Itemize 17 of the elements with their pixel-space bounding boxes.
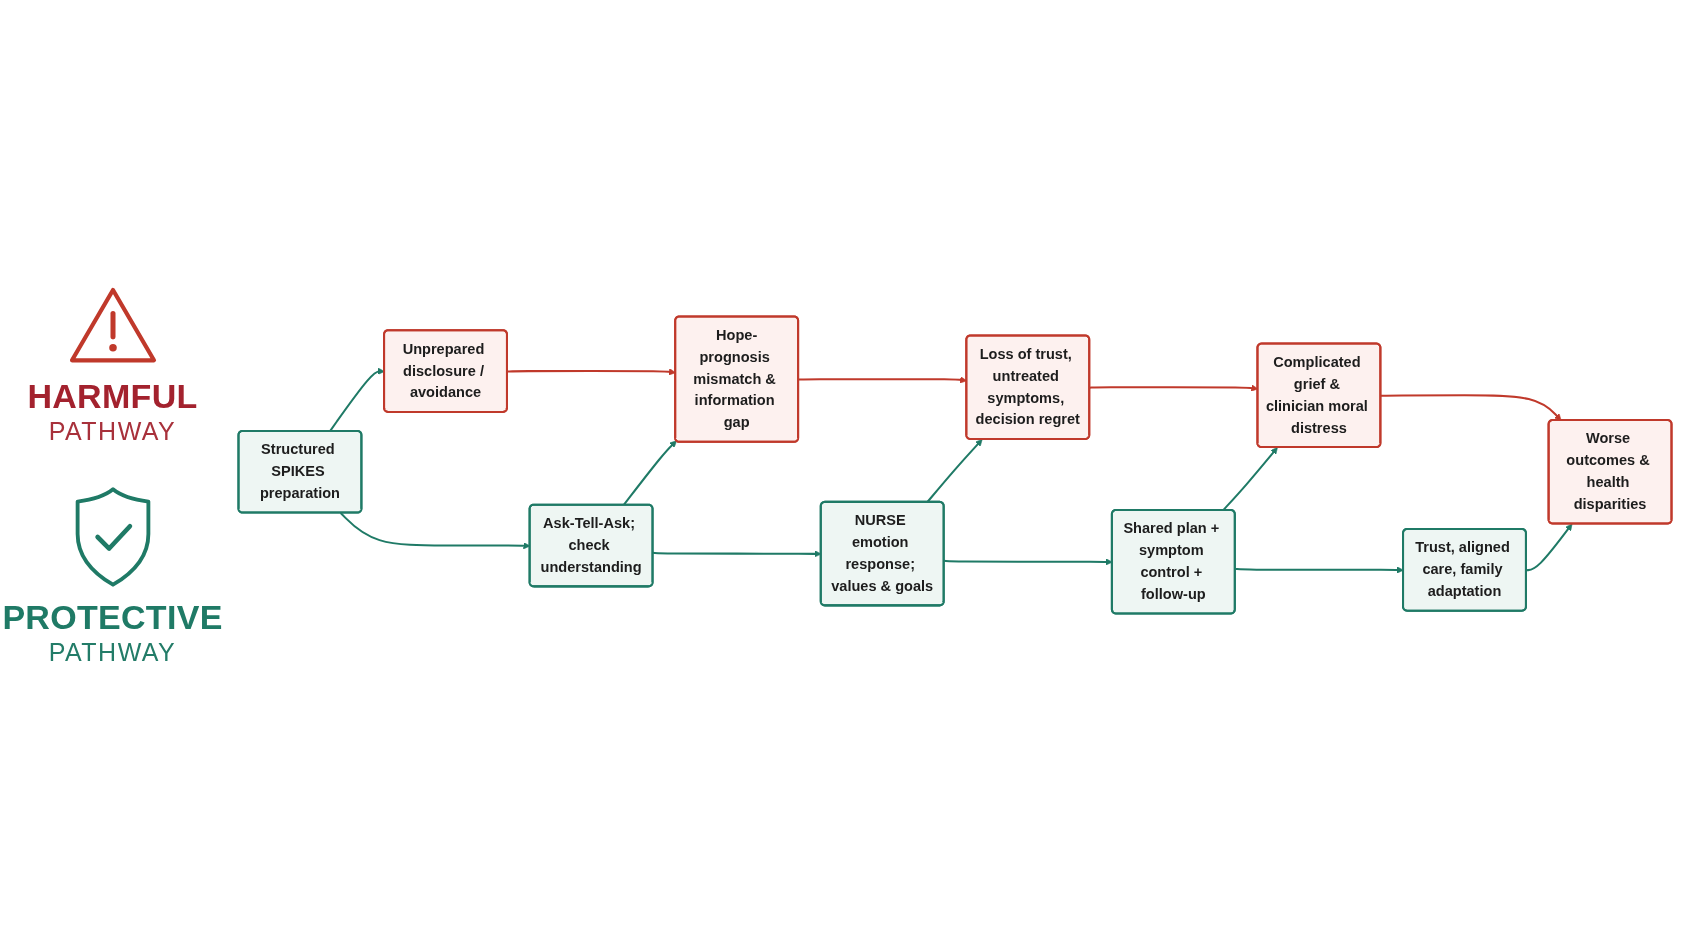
process-box: NURSE emotion response; values & goals (819, 500, 945, 606)
process-box: Worse outcomes & health disparities (1547, 418, 1673, 525)
process-box: Complicated grief & clinician moral distress (1256, 342, 1382, 448)
process-box: Unprepared disclosure / avoidance (383, 328, 508, 413)
pathway-heading: HARMFUL (27, 376, 198, 416)
pathway-subtitle: PATHWAY (48, 415, 177, 446)
arrow (507, 367, 676, 375)
pathway-heading: PROTECTIVE (2, 597, 223, 637)
process-box: Structured SPIKES preparation (237, 429, 363, 514)
process-box: Loss of trust, untreated symptoms, decision regret (965, 334, 1091, 440)
arrow (1526, 523, 1573, 571)
arrow (1235, 565, 1404, 574)
process-box: Ask-Tell-Ask; check understanding (528, 503, 654, 587)
pathway-subtitle: PATHWAY (48, 636, 177, 667)
process-box: Trust, aligned care, family adaptation (1402, 527, 1527, 612)
process-box: Shared plan + symptom control + follow-up (1110, 508, 1236, 614)
process-box: Hope-prognosis mismatch & information gap (674, 315, 800, 443)
